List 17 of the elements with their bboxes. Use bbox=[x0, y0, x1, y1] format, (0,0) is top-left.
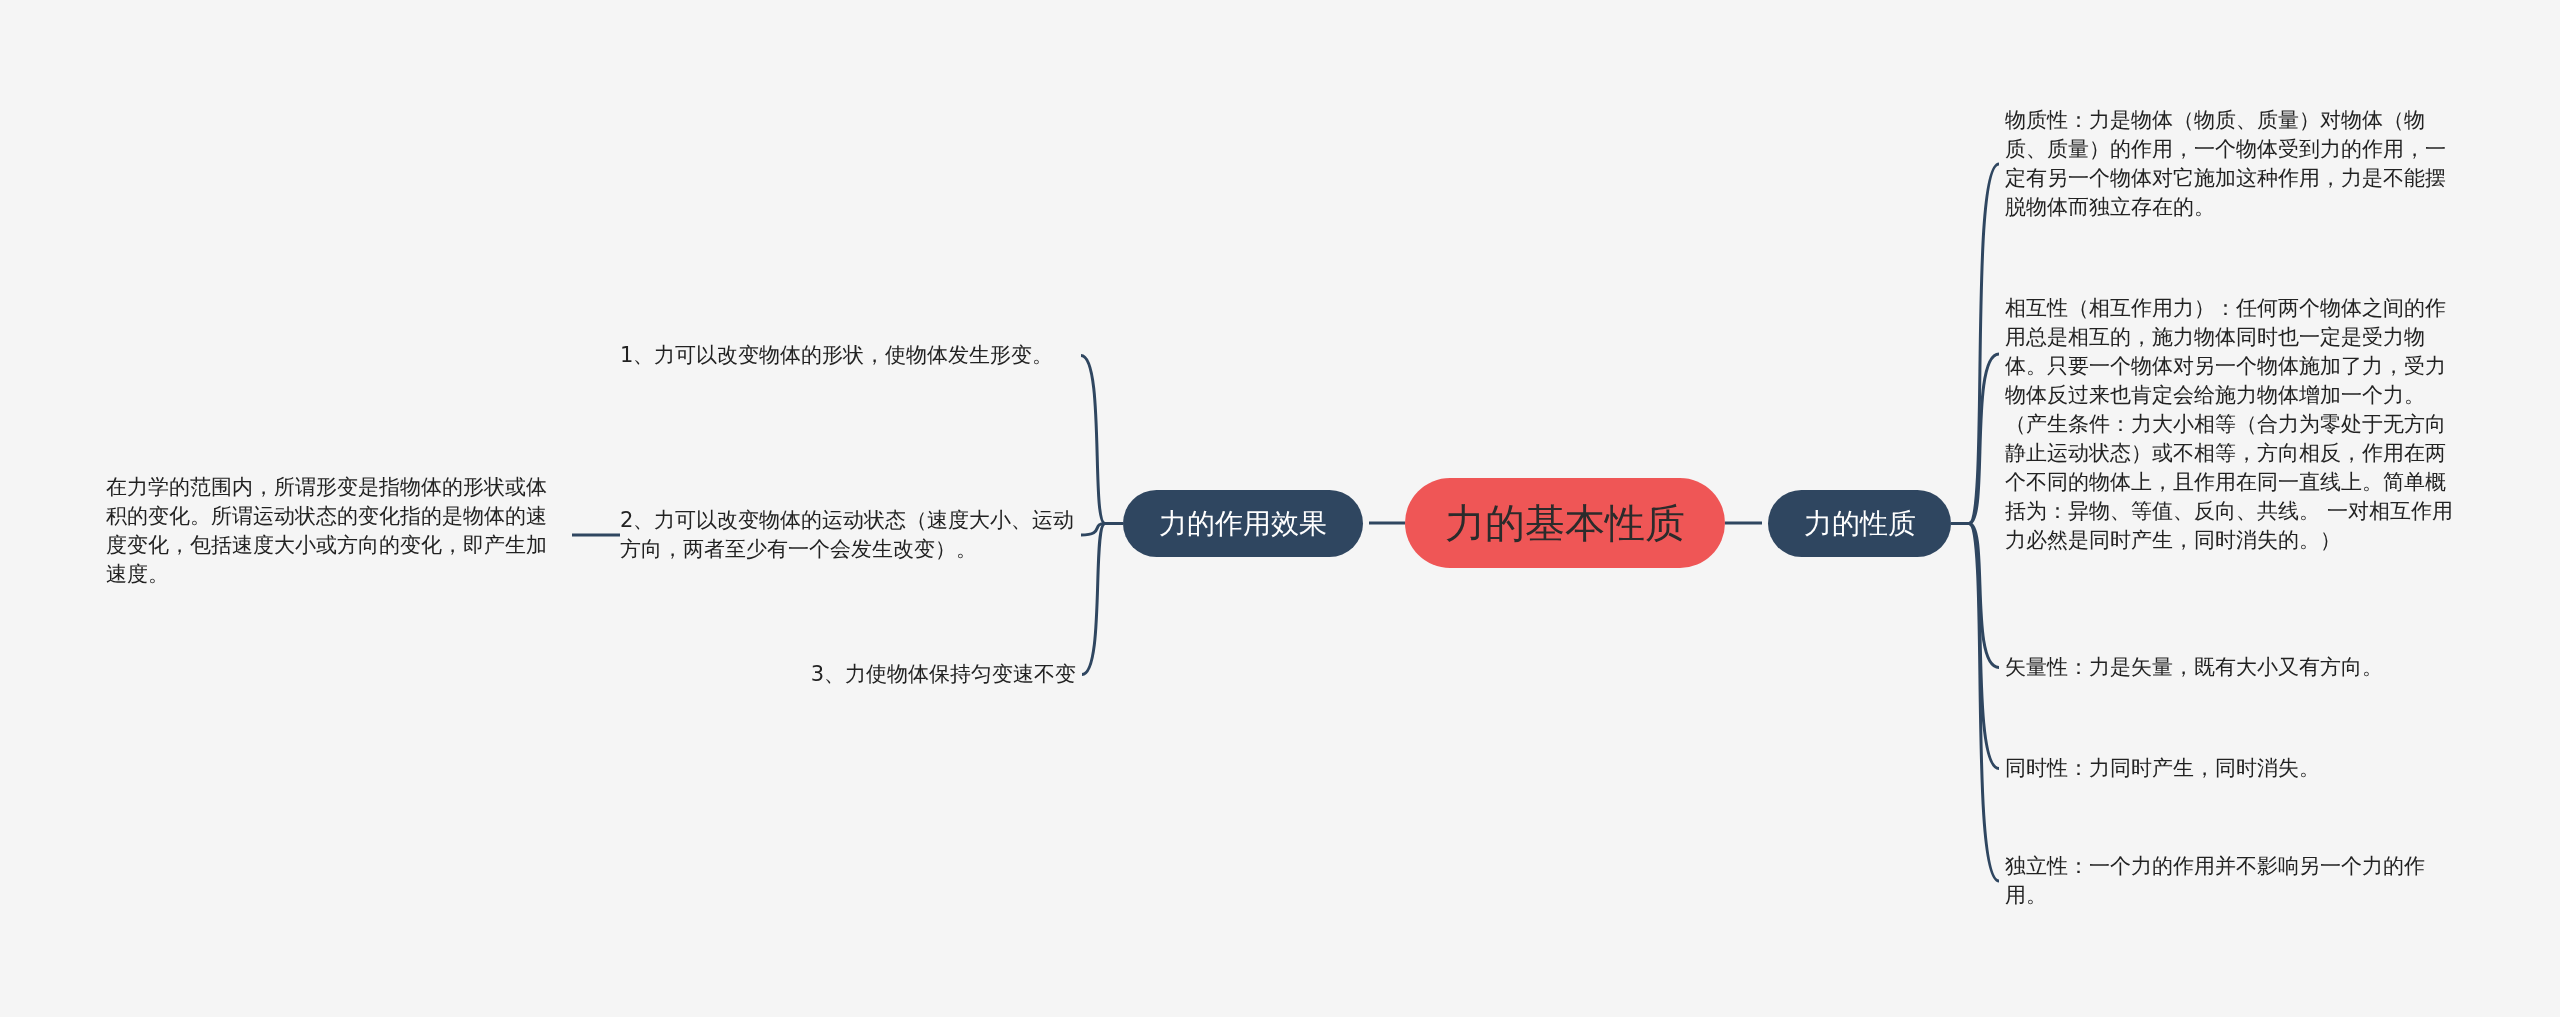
connector-line bbox=[1081, 522, 1123, 676]
leaf-text: 2、力可以改变物体的运动状态（速度大小、运动方向，两者至少有一个会发生改变）。 bbox=[620, 506, 1075, 564]
leaf-text: 相互性（相互作用力）：任何两个物体之间的作用总是相互的，施力物体同时也一定是受力物体。只要一个物体对另一个物体施加了力，受力物体反过来也肯定会给施力物体增加一个力。（产生条件：力大小相等（合力为零处于无方向静止运动状态）或不相等，方向相反，作用在两个不同的物体上，且作用在同一直线上。简单概括为：异物、等值、反向、共线。 一对相互作用力必然是同时产生，同时消失的。） bbox=[2005, 294, 2460, 555]
leaf-text: 在力学的范围内，所谓形变是指物体的形状或体积的变化。所谓运动状态的变化指的是物体的速度变化，包括速度大小或方向的变化，即产生加速度。 bbox=[106, 473, 566, 589]
connector-line bbox=[572, 533, 620, 537]
connector-line bbox=[1951, 522, 2001, 882]
leaf-text: 1、力可以改变物体的形状，使物体发生形变。 bbox=[620, 341, 1075, 370]
topic-pill: 力的性质 bbox=[1768, 490, 1951, 557]
topic-pill: 力的作用效果 bbox=[1123, 490, 1363, 557]
connector-line bbox=[1725, 521, 1762, 525]
leaf-text: 矢量性：力是矢量，既有大小又有方向。 bbox=[2005, 653, 2460, 682]
leaf-text: 3、力使物体保持匀变速不变 bbox=[786, 660, 1076, 689]
leaf-text: 独立性：一个力的作用并不影响另一个力的作用。 bbox=[2005, 852, 2460, 910]
connector-line bbox=[1369, 521, 1405, 525]
leaf-text: 同时性：力同时产生，同时消失。 bbox=[2005, 754, 2460, 783]
central-topic-pill: 力的基本性质 bbox=[1405, 478, 1725, 568]
leaf-text: 物质性：力是物体（物质、质量）对物体（物质、质量）的作用，一个物体受到力的作用，一定有另一个物体对它施加这种作用，力是不能摆脱物体而独立存在的。 bbox=[2005, 106, 2460, 222]
